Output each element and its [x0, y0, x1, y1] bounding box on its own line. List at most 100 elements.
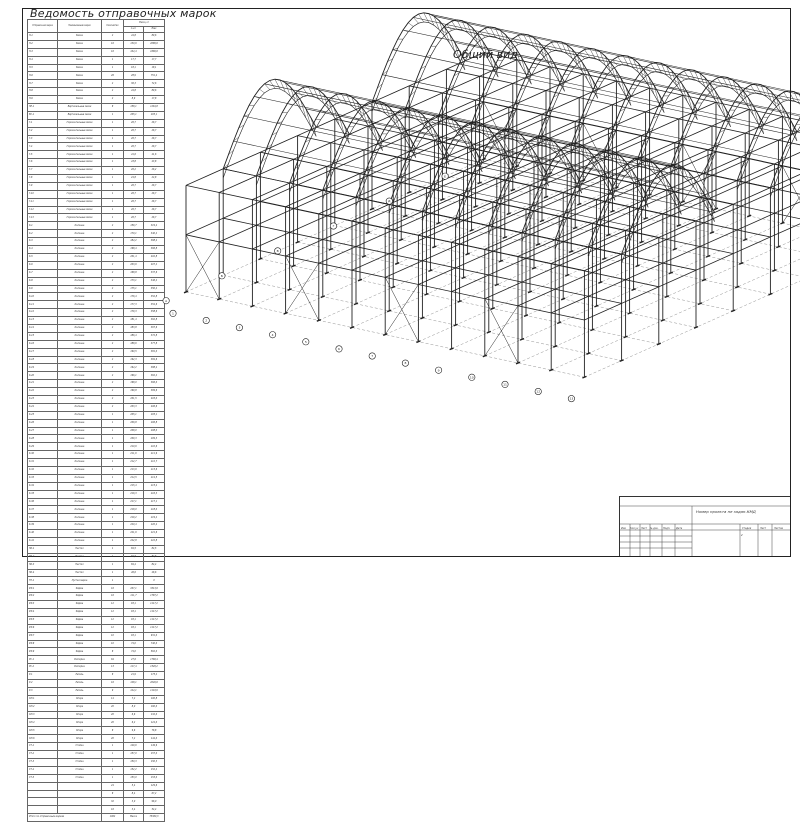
base-plate — [672, 247, 678, 251]
truss-web — [642, 140, 649, 146]
truss-web — [435, 115, 442, 124]
base-plate — [535, 243, 541, 246]
truss-web — [494, 135, 501, 153]
base-plate — [369, 207, 375, 211]
truss-web — [514, 99, 521, 104]
table-cell: ФР-7 — [27, 631, 58, 641]
base-plate — [734, 285, 740, 289]
table-cell: 124,1 — [123, 686, 144, 696]
table-cell: 12 — [101, 623, 124, 633]
truss-web — [752, 136, 758, 140]
table-cell: 175,2 — [143, 671, 165, 681]
base-plate — [705, 254, 711, 258]
axis-bubble: Е — [441, 172, 449, 180]
table-cell: Ферма — [57, 623, 102, 633]
base-plate — [406, 190, 412, 194]
joist — [693, 125, 713, 135]
truss-web — [527, 213, 533, 219]
truss-web — [648, 76, 655, 95]
truss-web — [384, 103, 391, 118]
purlin — [264, 83, 663, 170]
table-cell: 124,0 — [143, 718, 165, 728]
truss-web — [289, 177, 295, 184]
axis-bubble-label: 8 — [404, 361, 406, 365]
truss-web — [372, 122, 378, 142]
base-plate — [560, 297, 566, 301]
axis-bubble: 3 — [235, 324, 243, 332]
base-plate — [295, 240, 300, 244]
base-plate — [776, 245, 781, 249]
base-plate — [768, 292, 773, 296]
axis-bubble: 13 — [567, 395, 575, 403]
table-cell: Ферма — [57, 639, 102, 649]
truss-web — [423, 12, 429, 23]
truss-web — [517, 35, 524, 44]
table-cell: 128,1 — [123, 679, 144, 688]
truss-web — [598, 215, 605, 220]
stamp-cell-sheet: Лист — [760, 527, 767, 530]
truss-web — [650, 160, 656, 175]
axis-bubble-circle — [162, 297, 170, 305]
base-plate — [440, 198, 445, 201]
truss-web — [543, 167, 549, 187]
truss-web — [351, 96, 357, 111]
truss-web — [673, 79, 680, 84]
table-cell: 10 — [101, 639, 124, 649]
base-plate — [572, 226, 578, 230]
truss-web — [358, 110, 365, 115]
truss-web — [693, 178, 700, 195]
truss-web — [259, 88, 265, 94]
truss-web — [361, 107, 368, 124]
joist — [548, 168, 568, 178]
truss-web — [666, 65, 672, 80]
table-cell: Стойка — [57, 773, 102, 783]
truss-web — [662, 168, 669, 175]
truss-web — [377, 132, 383, 151]
table-cell: 150,3 — [123, 757, 144, 767]
table-cell: 93,1 — [123, 608, 144, 617]
base-plate — [552, 344, 558, 348]
joist — [664, 94, 683, 104]
joist — [714, 203, 734, 213]
base-plate — [602, 257, 607, 261]
truss-web — [545, 45, 552, 52]
schedule-title: Ведомость отправочных марок — [30, 7, 217, 20]
joist — [270, 182, 290, 192]
table-cell: 153,0 — [143, 773, 165, 783]
table-cell: 3,4 — [123, 805, 144, 815]
table-cell: 7,2 — [123, 734, 144, 744]
truss-web — [482, 41, 489, 59]
truss-web — [520, 56, 527, 75]
table-cell: 129,6 — [143, 781, 165, 791]
truss-web — [515, 48, 522, 66]
base-plate — [490, 307, 496, 310]
joist — [726, 132, 746, 142]
truss-web — [338, 115, 345, 135]
truss-web — [405, 104, 411, 110]
table-cell: Ферма — [57, 615, 102, 625]
base-plate — [539, 219, 545, 223]
truss-web — [785, 143, 792, 148]
table-cell: ОП-6 — [27, 734, 58, 744]
truss-web — [742, 90, 749, 108]
truss-web — [634, 158, 641, 167]
base-plate — [386, 309, 392, 313]
table-cell: 1 — [101, 742, 124, 752]
axis-bubble-label: 6 — [338, 347, 340, 351]
base-plate — [365, 231, 371, 235]
truss-web — [332, 158, 339, 163]
truss-web — [709, 203, 715, 222]
axis-bubble-label: 9 — [438, 368, 440, 372]
truss-web — [451, 118, 457, 132]
truss-web — [371, 97, 378, 103]
truss-web — [757, 126, 764, 128]
truss-web — [376, 142, 382, 145]
truss-web — [570, 196, 576, 200]
axis-bubble-circle — [501, 380, 509, 388]
table-cell — [57, 781, 102, 791]
truss-web — [560, 149, 567, 167]
table-cell: 8 — [101, 726, 124, 736]
